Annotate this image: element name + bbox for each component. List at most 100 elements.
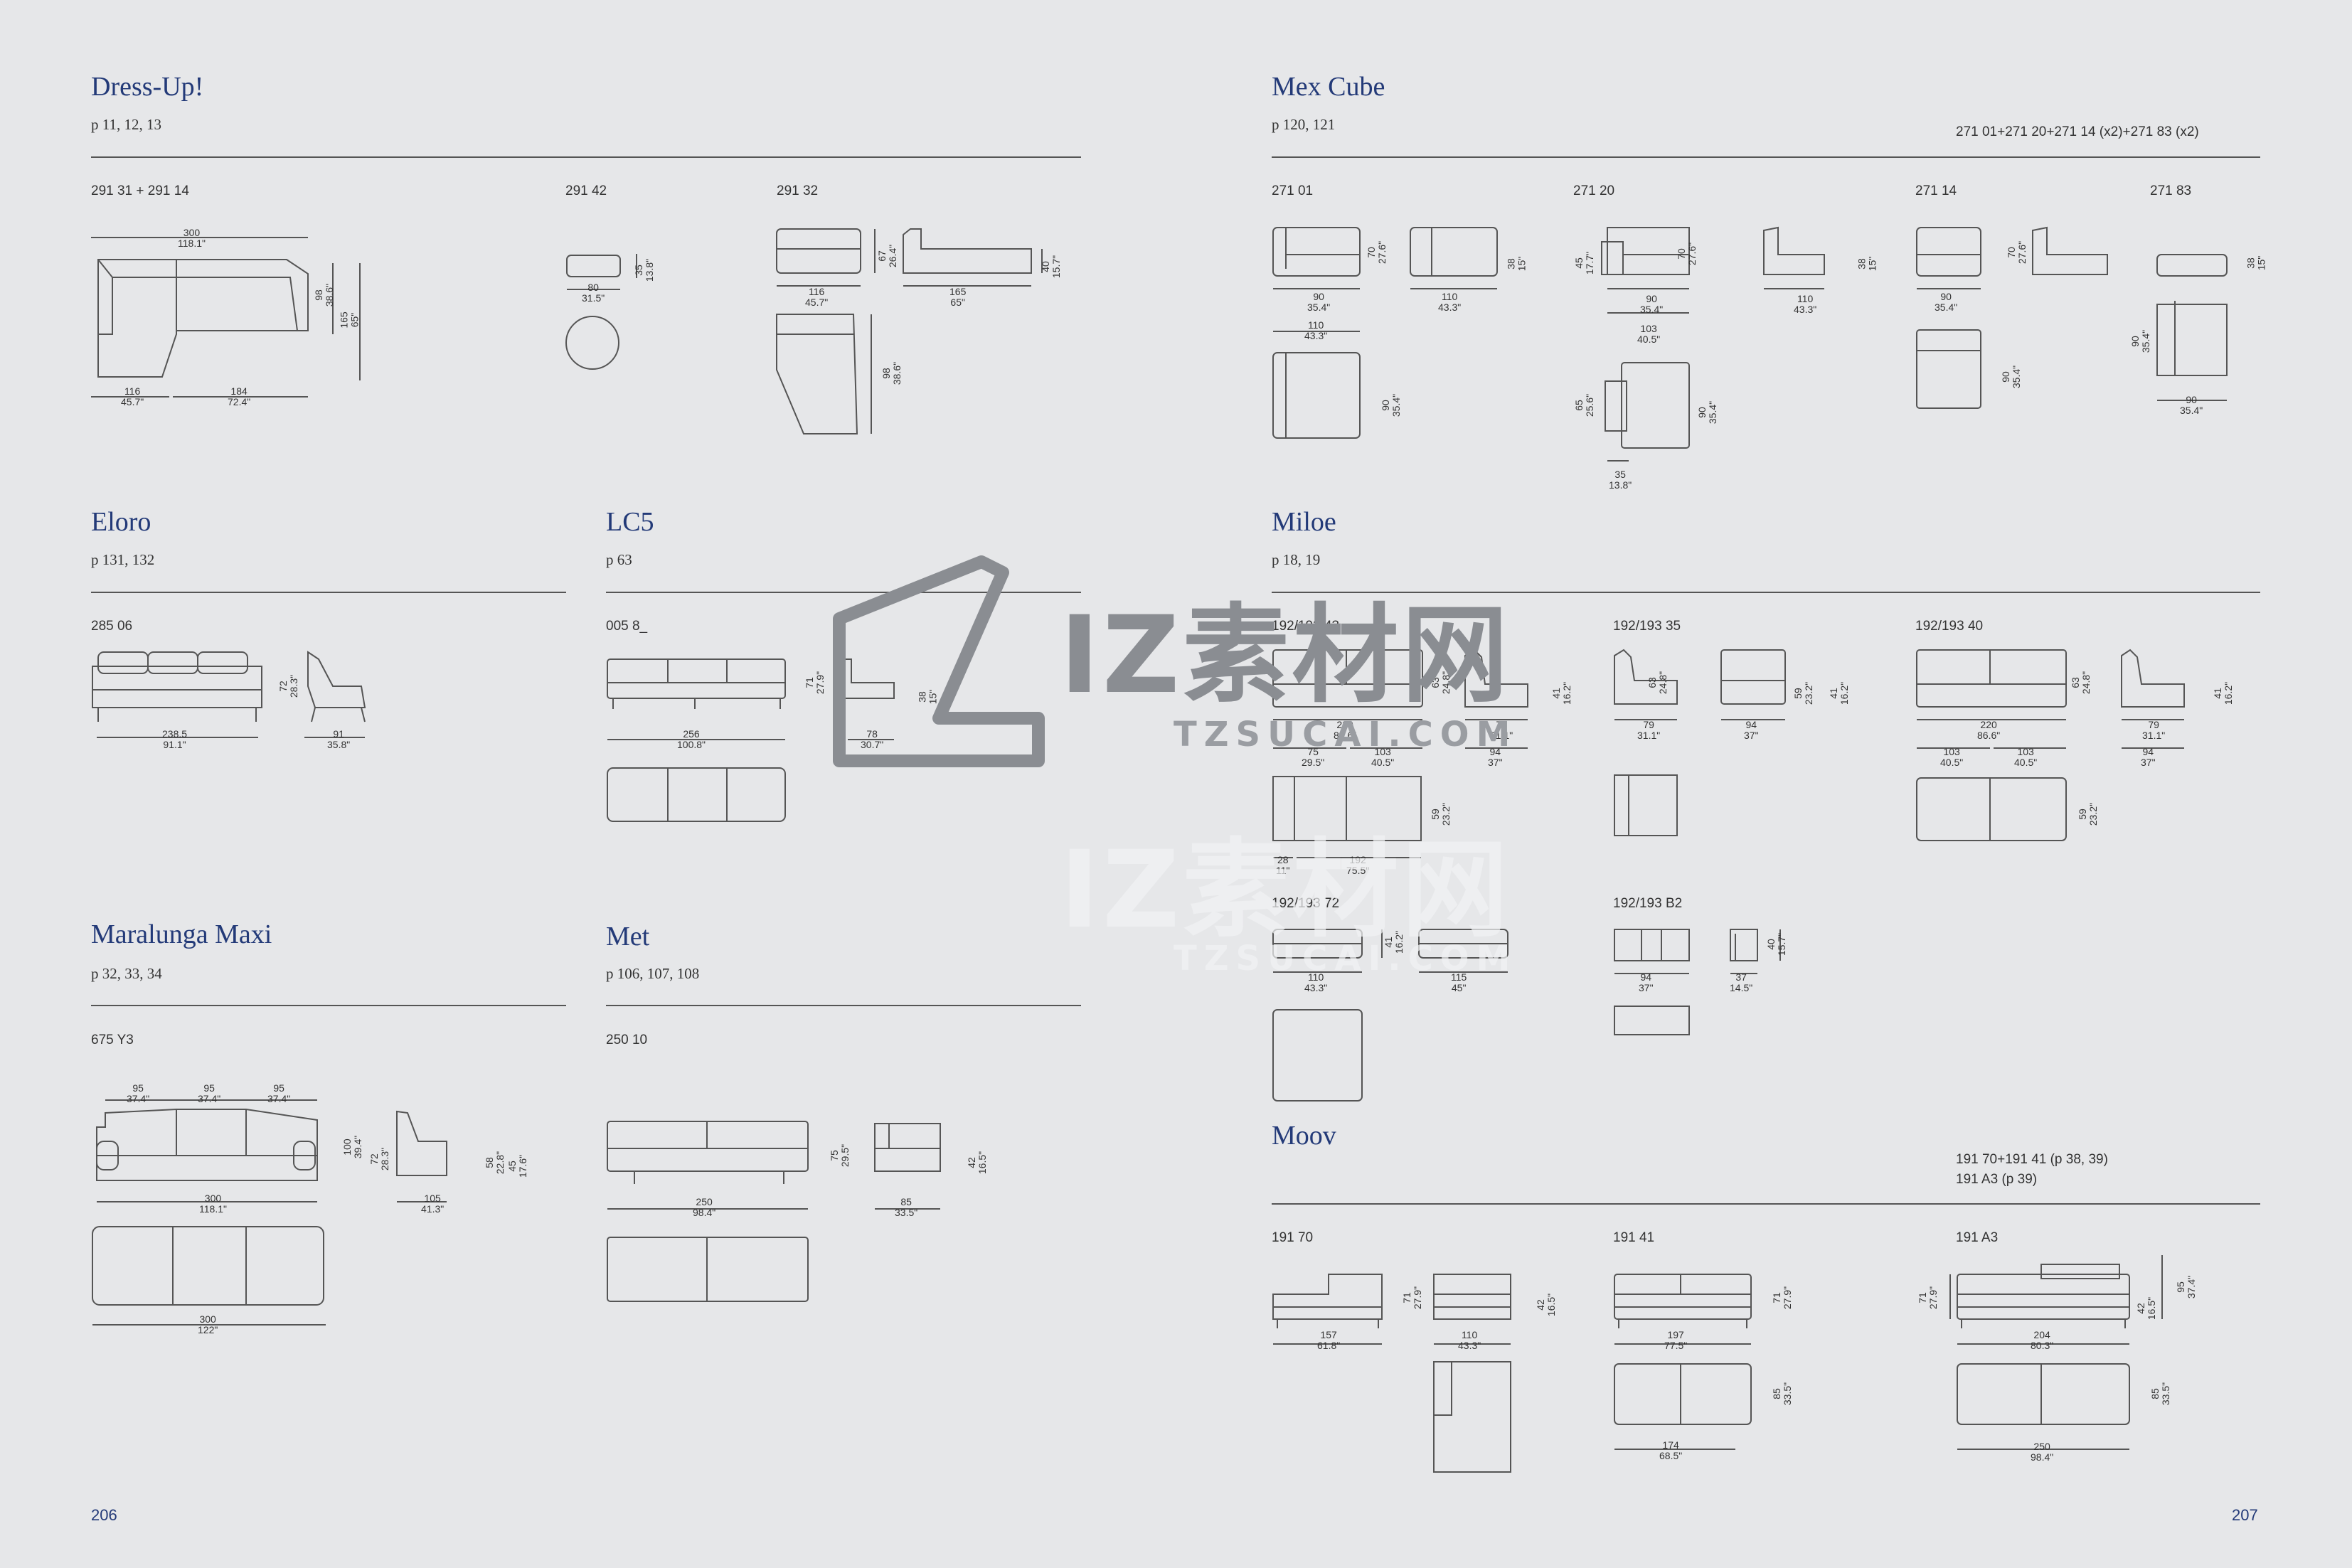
product-code: 192/193 40 (1915, 619, 1984, 634)
product-code: 192/193 35 (1613, 619, 1681, 634)
moov-sofa-drawing (1614, 1274, 1752, 1450)
divider (606, 1005, 1081, 1006)
product-code: 271 83 (2150, 183, 2192, 198)
divider (1272, 592, 2260, 593)
product-code: 291 42 (565, 183, 607, 198)
product-code: 250 10 (606, 1033, 648, 1047)
page-reference: p 11, 12, 13 (91, 116, 161, 133)
miloe-ottoman-drawing (1272, 929, 1508, 1102)
moov-chaise-drawing (1272, 1274, 1511, 1473)
product-code: 191 70 (1272, 1230, 1314, 1245)
product-code: 675 Y3 (91, 1033, 134, 1047)
section-title-dress-up: Dress-Up! (91, 72, 204, 102)
divider (91, 156, 1081, 158)
section-title-met: Met (606, 922, 650, 951)
page-number-right: 207 (2232, 1506, 2258, 1524)
maralunga-sofa-drawing (92, 1099, 447, 1326)
product-code: 271 20 (1573, 183, 1615, 198)
miloe-sofa-drawing (1916, 649, 2185, 841)
watermark-logo-icon (833, 555, 1045, 767)
section-title-miloe: Miloe (1272, 507, 1336, 537)
page-reference: p 120, 121 (1272, 116, 1336, 133)
product-code: 005 8_ (606, 619, 648, 634)
miloe-table-drawing (1614, 929, 1781, 1035)
composition-note: 271 01+271 20+271 14 (x2)+271 83 (x2) (1956, 124, 2199, 139)
divider (91, 1005, 566, 1006)
page-reference: p 18, 19 (1272, 551, 1321, 568)
moov-large-sofa-drawing (1949, 1255, 2163, 1450)
section-title-eloro: Eloro (91, 507, 151, 537)
product-code: 191 A3 (1956, 1230, 1999, 1245)
product-code: 271 01 (1272, 183, 1314, 198)
product-code: 271 14 (1915, 183, 1957, 198)
page-reference: p 131, 132 (91, 551, 155, 568)
watermark-logo-text: IZ素材网 (1060, 594, 1511, 718)
page-reference: p 32, 33, 34 (91, 965, 162, 982)
composition-note: 191 70+191 41 (p 38, 39) (1956, 1152, 2108, 1167)
divider (1272, 156, 2260, 158)
watermark-url: TZSUCAI.COM (1174, 715, 1518, 754)
corner-module-drawing (1601, 226, 1825, 462)
divider (1272, 1203, 2260, 1205)
chaise-drawing (776, 228, 1043, 434)
